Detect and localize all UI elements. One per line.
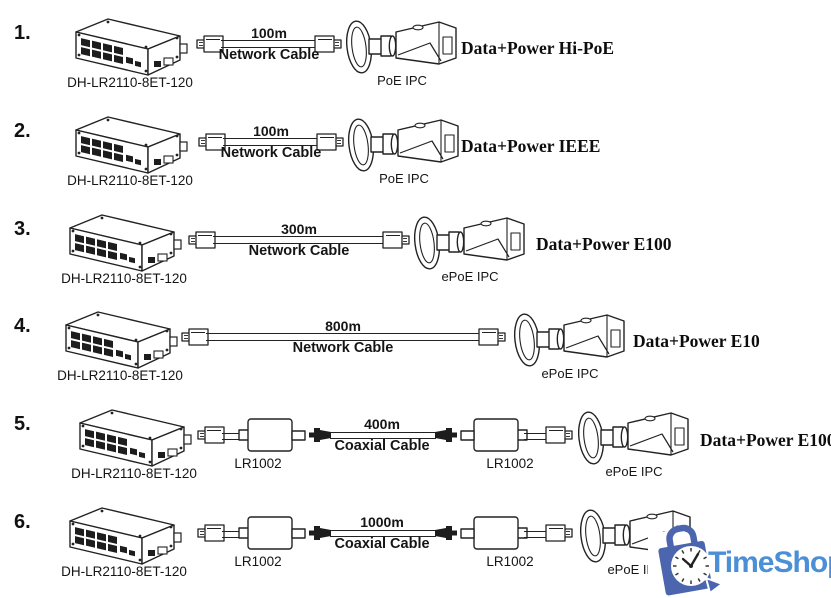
switch-model-label: DH-LR2110-8ET-120: [57, 368, 183, 383]
switch-model-label: DH-LR2110-8ET-120: [71, 466, 197, 481]
cable-line: [206, 333, 481, 341]
step-number: 1.: [14, 22, 31, 44]
lr1002-converter-illustration: [458, 514, 528, 552]
rj45-connector-icon: [186, 229, 216, 251]
network-cable-illustration: [186, 229, 412, 251]
camera-illustration: [346, 114, 462, 178]
switch-model-label: DH-LR2110-8ET-120: [67, 75, 193, 90]
converter-label: LR1002: [234, 554, 282, 569]
step-number: 2.: [14, 120, 31, 142]
step-number: 6.: [14, 511, 31, 533]
rj45-connector-icon: [195, 424, 225, 446]
converter-label: LR1002: [486, 554, 534, 569]
timeshop-bag-clock-icon: [658, 524, 725, 596]
lr1002-converter-illustration: [458, 416, 528, 454]
result-label: Data+Power Hi-PoE: [461, 38, 615, 58]
step-number: 5.: [14, 413, 31, 435]
network-cable-illustration: [179, 326, 508, 348]
step-number: 4.: [14, 315, 31, 337]
camera-illustration: [344, 16, 460, 80]
watermark-brand-text: TimeShop: [708, 546, 831, 579]
rj45-connector-icon: [545, 522, 575, 544]
poe-switch-illustration: [58, 309, 182, 373]
cable-type: Network Cable: [220, 145, 322, 161]
cable-distance: 300m: [281, 221, 317, 237]
cable-line: [223, 138, 319, 146]
poe-switch-illustration: [62, 212, 186, 276]
network-cable-illustration: [194, 33, 344, 55]
cable-type: Coaxial Cable: [334, 536, 430, 552]
cable-distance: 100m: [253, 123, 289, 139]
lr1002-converter-illustration: [238, 416, 308, 454]
cable-line: [221, 40, 317, 48]
result-label: Data+Power E100: [700, 430, 831, 450]
coax-line: [330, 432, 436, 439]
camera-label: ePoE IPC: [541, 366, 599, 381]
camera-label: PoE IPC: [379, 171, 429, 186]
cable-distance: 1000m: [360, 514, 404, 530]
poe-switch-illustration: [68, 114, 192, 178]
camera-illustration: [512, 309, 628, 373]
rj45-connector-icon: [382, 229, 412, 251]
camera-label: ePoE IPC: [605, 464, 663, 479]
switch-model-label: DH-LR2110-8ET-120: [67, 173, 193, 188]
camera-illustration: [412, 212, 528, 276]
cable-type: Network Cable: [218, 47, 320, 63]
cable-distance: 400m: [364, 416, 400, 432]
cable-distance: 800m: [325, 318, 361, 334]
network-cable-illustration: [196, 131, 346, 153]
camera-label: ePoE IPC: [441, 269, 499, 284]
poe-switch-illustration: [72, 407, 196, 471]
cable-type: Network Cable: [248, 243, 350, 259]
camera-illustration: [576, 407, 692, 471]
cable-distance: 100m: [251, 25, 287, 41]
result-label: Data+Power E10: [633, 331, 760, 351]
lr1002-converter-illustration: [238, 514, 308, 552]
result-label: Data+Power E100: [536, 234, 672, 254]
rj45-connector-icon: [195, 522, 225, 544]
poe-switch-illustration: [62, 505, 186, 569]
camera-label: PoE IPC: [377, 73, 427, 88]
pigtail-line: [524, 433, 548, 440]
converter-label: LR1002: [486, 456, 534, 471]
converter-label: LR1002: [234, 456, 282, 471]
rj45-connector-icon: [179, 326, 209, 348]
pigtail-line: [524, 531, 548, 538]
pigtail-line: [222, 531, 244, 538]
coax-line: [330, 530, 436, 537]
cable-line: [213, 236, 385, 244]
rj45-connector-icon: [478, 326, 508, 348]
rj45-connector-icon: [545, 424, 575, 446]
switch-model-label: DH-LR2110-8ET-120: [61, 271, 187, 286]
step-number: 3.: [14, 218, 31, 240]
pigtail-line: [222, 433, 244, 440]
poe-switch-illustration: [68, 16, 192, 80]
cable-type: Coaxial Cable: [334, 438, 430, 454]
cable-type: Network Cable: [292, 340, 394, 356]
switch-model-label: DH-LR2110-8ET-120: [61, 564, 187, 579]
result-label: Data+Power IEEE: [461, 136, 601, 156]
